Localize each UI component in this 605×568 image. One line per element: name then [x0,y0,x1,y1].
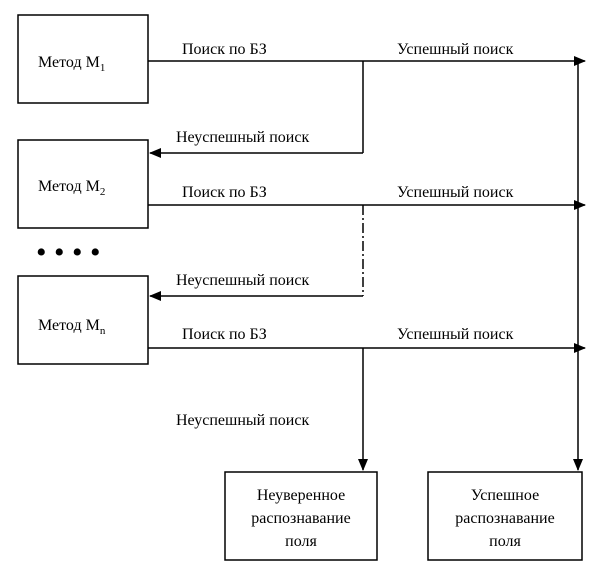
success-outcome-line-1: Успешное [471,487,539,504]
success-outcome-box [427,471,583,561]
row-n-fail-label: Неуспешный поиск [176,412,309,429]
row-2-fail-label: Неуспешный поиск [176,272,309,289]
method-n-box [17,275,149,365]
method-2-label: Метод М2 [38,178,105,198]
row-n-search-label: Поиск по БЗ [182,326,267,343]
success-outcome-line-3: поля [489,533,521,550]
uncertain-outcome-line-1: Неуверенное [257,487,345,504]
success-outcome-line-2: распознавание [455,510,554,527]
method-n-label: Метод Мn [38,317,106,337]
ellipsis-dots: • • • • [36,236,101,269]
row-n-success-label: Успешный поиск [397,326,514,343]
method-2-box [17,139,149,229]
row-2-success-label: Успешный поиск [397,184,514,201]
row-1-search-label: Поиск по БЗ [182,41,267,58]
row-1-success-label: Успешный поиск [397,41,514,58]
method-1-label: Метод М1 [38,54,105,74]
uncertain-outcome-line-2: распознавание [251,510,350,527]
method-1-box [17,14,149,104]
row-1-fail-label: Неуспешный поиск [176,129,309,146]
uncertain-outcome-box [224,471,378,561]
row-2-search-label: Поиск по БЗ [182,184,267,201]
uncertain-outcome-line-3: поля [285,533,317,550]
